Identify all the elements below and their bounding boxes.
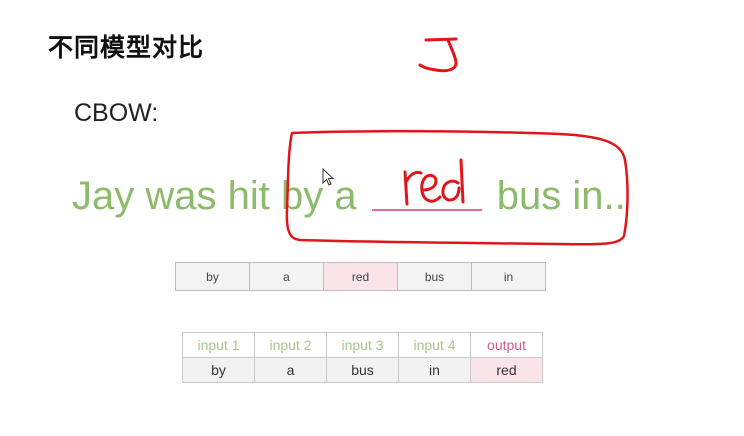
table-cell: by: [175, 262, 250, 291]
table-cell: in: [471, 262, 546, 291]
value-input-3: bus: [326, 357, 399, 383]
table-cell: bus: [397, 262, 472, 291]
slide-title: 不同模型对比: [48, 33, 205, 62]
table-row: by a bus in red: [182, 357, 543, 383]
header-input-3: input 3: [326, 332, 399, 358]
handwritten-five-mark: [418, 37, 458, 73]
sentence-after: bus in..: [485, 174, 626, 218]
table-row: by a red bus in: [175, 262, 546, 291]
value-output: red: [470, 357, 543, 383]
header-input-4: input 4: [398, 332, 471, 358]
example-sentence: Jay was hit by a bus in..: [72, 167, 626, 219]
table-header-row: input 1 input 2 input 3 input 4 output: [182, 332, 543, 358]
header-output: output: [470, 332, 543, 358]
table-cell-highlighted: red: [323, 262, 398, 291]
context-word-table: by a red bus in: [175, 262, 546, 291]
model-label: CBOW:: [74, 99, 159, 127]
header-input-2: input 2: [254, 332, 327, 358]
value-input-2: a: [254, 357, 327, 383]
value-input-1: by: [182, 357, 255, 383]
value-input-4: in: [398, 357, 471, 383]
table-cell: a: [249, 262, 324, 291]
blank-underline: [371, 169, 482, 211]
mouse-cursor-icon: [322, 168, 335, 186]
header-input-1: input 1: [182, 332, 255, 358]
cbow-io-table: input 1 input 2 input 3 input 4 output b…: [182, 332, 543, 383]
